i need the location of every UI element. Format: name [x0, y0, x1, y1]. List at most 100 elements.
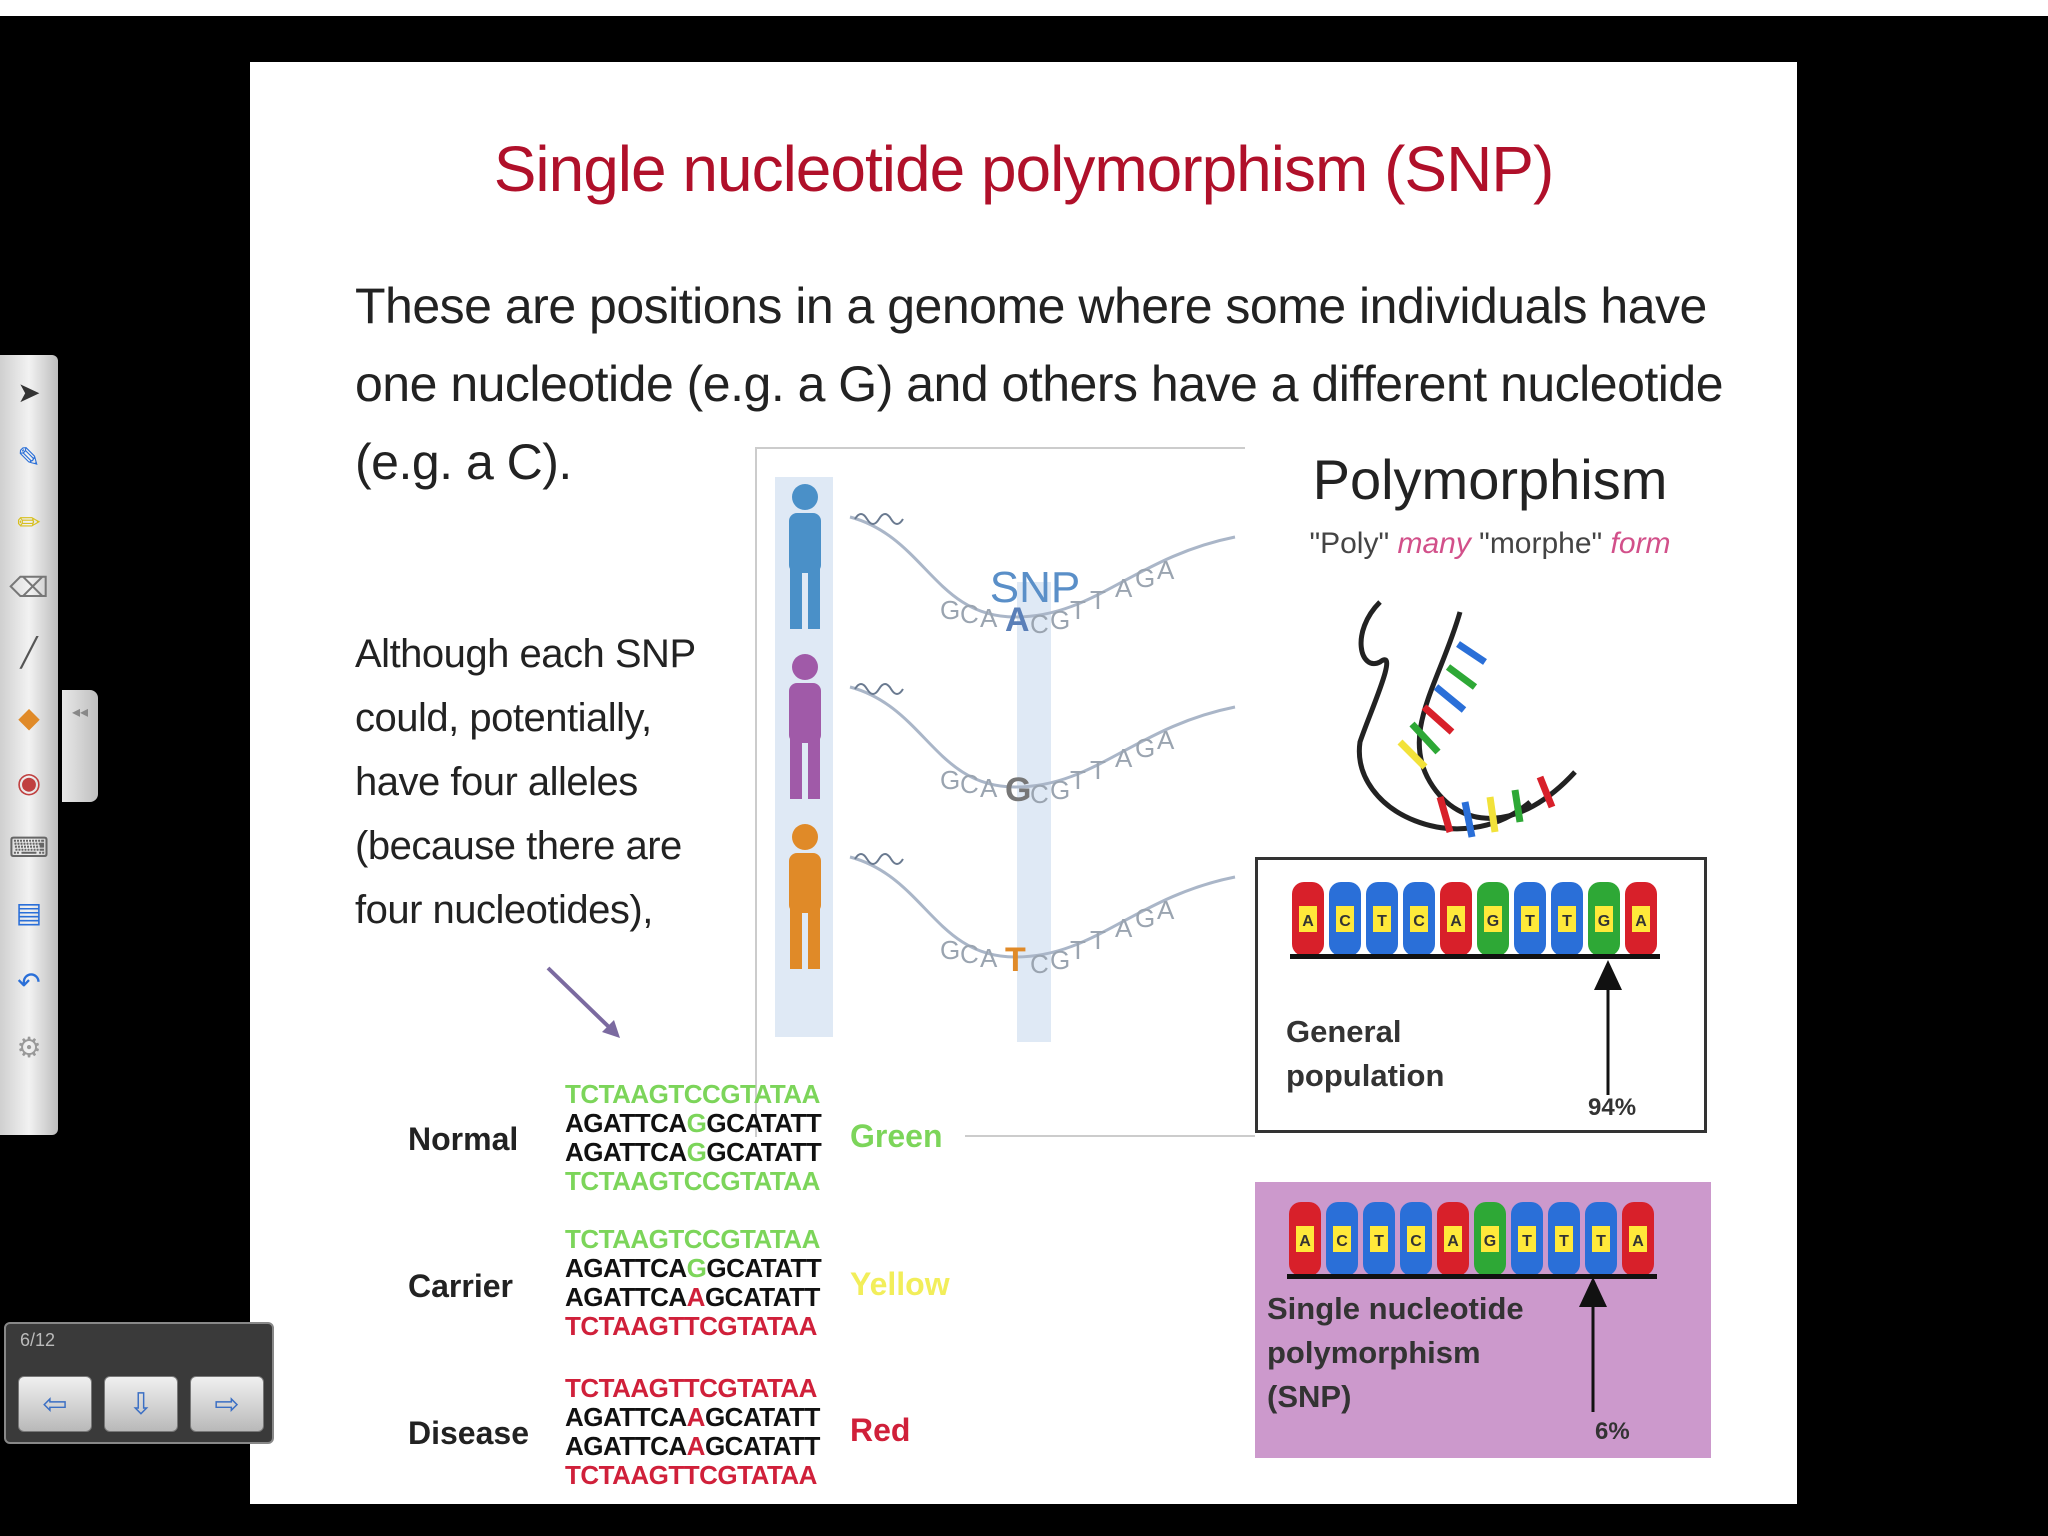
nucleotide-base: C: [1329, 882, 1361, 956]
pointer-arrow-icon: [546, 966, 620, 1038]
svg-text:C: C: [1339, 913, 1351, 930]
label-line: population: [1286, 1058, 1445, 1093]
insert-page-button[interactable]: ⇩: [104, 1376, 178, 1432]
sequence-base: G: [1135, 563, 1155, 593]
sequence-line: AGATTCAAGCATATT: [565, 1402, 820, 1432]
keyboard-icon[interactable]: ⌨: [8, 831, 50, 863]
sequence-base: C: [1030, 609, 1049, 639]
next-page-button[interactable]: ⇨: [190, 1376, 264, 1432]
snp-base: G: [1005, 771, 1031, 809]
dna-helix-icon: [1356, 600, 1577, 838]
sequence-base: A: [1115, 573, 1133, 603]
snp-population-label: Single nucleotide polymorphism (SNP): [1267, 1287, 1524, 1419]
nucleotide-base: A: [1292, 882, 1324, 956]
fill-icon[interactable]: ◉: [16, 766, 42, 798]
arrow-right-icon: ⇨: [214, 1387, 240, 1421]
svg-text:G: G: [1598, 913, 1610, 930]
svg-text:C: C: [1413, 913, 1425, 930]
label-line: polymorphism: [1267, 1335, 1481, 1370]
nucleotide-base: A: [1289, 1202, 1321, 1276]
many-word: many: [1397, 527, 1471, 560]
label-line: (SNP): [1267, 1379, 1352, 1414]
sequence-base: G: [1050, 775, 1070, 805]
sequence-base: C: [960, 769, 979, 799]
genotype-color-disease: Red: [850, 1412, 911, 1448]
sequence-line: TCTAAGTCCGTATAA: [565, 1079, 820, 1109]
sequence-block-carrier: TCTAAGTCCGTATAA AGATTCAGGCATATT AGATTCAA…: [565, 1225, 822, 1341]
sequence-base: T: [1090, 755, 1106, 785]
sequence-line: TCTAAGTTCGTATAA: [565, 1460, 817, 1490]
sequence-base: A: [1115, 913, 1133, 943]
svg-text:C: C: [1336, 1233, 1348, 1250]
toolbar-collapse-handle[interactable]: ◂◂: [62, 690, 98, 802]
undo-icon[interactable]: ↶: [17, 966, 41, 998]
intro-text: These are positions in a genome where so…: [355, 267, 1755, 501]
snp-column-highlight: [1017, 582, 1051, 1042]
nucleotide-base: A: [1437, 1202, 1469, 1276]
window-top-strip: [0, 0, 2048, 16]
sequence-base: T: [1070, 595, 1086, 625]
nucleotide-base: T: [1363, 1202, 1395, 1276]
page-navigator: 6/12 ⇦ ⇩ ⇨: [4, 1322, 274, 1444]
general-percent: 94%: [1588, 1094, 1637, 1121]
snp-percent: 6%: [1595, 1418, 1630, 1445]
eraser-icon[interactable]: ⌫: [9, 571, 49, 603]
nucleotide-base: C: [1400, 1202, 1432, 1276]
previous-page-button[interactable]: ⇦: [18, 1376, 92, 1432]
snp-base: T: [1005, 941, 1026, 979]
snp-label: SNP: [990, 563, 1080, 612]
sequence-base: C: [1030, 949, 1049, 979]
sequence-base: A: [980, 943, 998, 973]
poly-word: "Poly": [1309, 527, 1390, 560]
snp-base: A: [1005, 601, 1030, 639]
settings-icon[interactable]: ⚙: [16, 1031, 42, 1063]
line-icon[interactable]: ╱: [20, 636, 38, 668]
person-icon: [789, 654, 821, 799]
page-down-icon: ⇩: [128, 1387, 154, 1421]
highlighter-icon[interactable]: ✏: [17, 506, 41, 538]
label-line: General: [1286, 1014, 1402, 1049]
svg-text:A: A: [1632, 1233, 1644, 1250]
person-icon: [789, 484, 821, 629]
although-text: Although each SNP could, potentially, ha…: [355, 622, 715, 942]
nucleotide-base: C: [1326, 1202, 1358, 1276]
although-line: (because there are: [355, 824, 682, 868]
up-arrow-icon: [1594, 960, 1622, 1095]
although-line: Although each SNP: [355, 632, 696, 676]
svg-text:T: T: [1522, 1233, 1532, 1250]
sequence-base: A: [1157, 725, 1175, 755]
nucleotide-base: C: [1403, 882, 1435, 956]
slide-title: Single nucleotide polymorphism (SNP): [493, 133, 1555, 205]
svg-text:T: T: [1525, 913, 1535, 930]
sequence-line: AGATTCAGGCATATT: [565, 1253, 822, 1283]
sequence-line: AGATTCAGGCATATT: [565, 1108, 822, 1138]
genotype-label-normal: Normal: [408, 1121, 519, 1157]
nucleotide-base: T: [1511, 1202, 1543, 1276]
arrow-left-icon: ⇦: [42, 1387, 68, 1421]
collapse-chevron-icon: ◂◂: [71, 704, 89, 721]
sequence-base: C: [960, 599, 979, 629]
although-line: four nucleotides),: [355, 888, 653, 932]
sequence-base: A: [1115, 743, 1133, 773]
sequence-block-normal: TCTAAGTCCGTATAA AGATTCAGGCATATT AGATTCAG…: [565, 1079, 822, 1196]
sequence-base: T: [1070, 765, 1086, 795]
page-icon[interactable]: ▤: [15, 896, 43, 928]
svg-text:A: A: [1450, 913, 1462, 930]
label-line: Single nucleotide: [1267, 1291, 1524, 1326]
form-word: form: [1610, 527, 1671, 560]
sequence-base: T: [1090, 585, 1106, 615]
nucleotide-base: T: [1366, 882, 1398, 956]
select-arrow-icon[interactable]: ➤: [17, 376, 41, 408]
shapes-icon[interactable]: ◆: [18, 701, 40, 733]
sequence-base: A: [980, 603, 998, 633]
nucleotide-base: T: [1585, 1202, 1617, 1276]
figure-border: [755, 447, 1245, 449]
nucleotide-base: T: [1548, 1202, 1580, 1276]
genotype-label-carrier: Carrier: [408, 1268, 513, 1304]
sequence-line: TCTAAGTTCGTATAA: [565, 1373, 817, 1403]
nucleotide-base: G: [1474, 1202, 1506, 1276]
svg-text:T: T: [1596, 1233, 1606, 1250]
pen-icon[interactable]: ✎: [17, 441, 41, 473]
nucleotide-base: G: [1477, 882, 1509, 956]
